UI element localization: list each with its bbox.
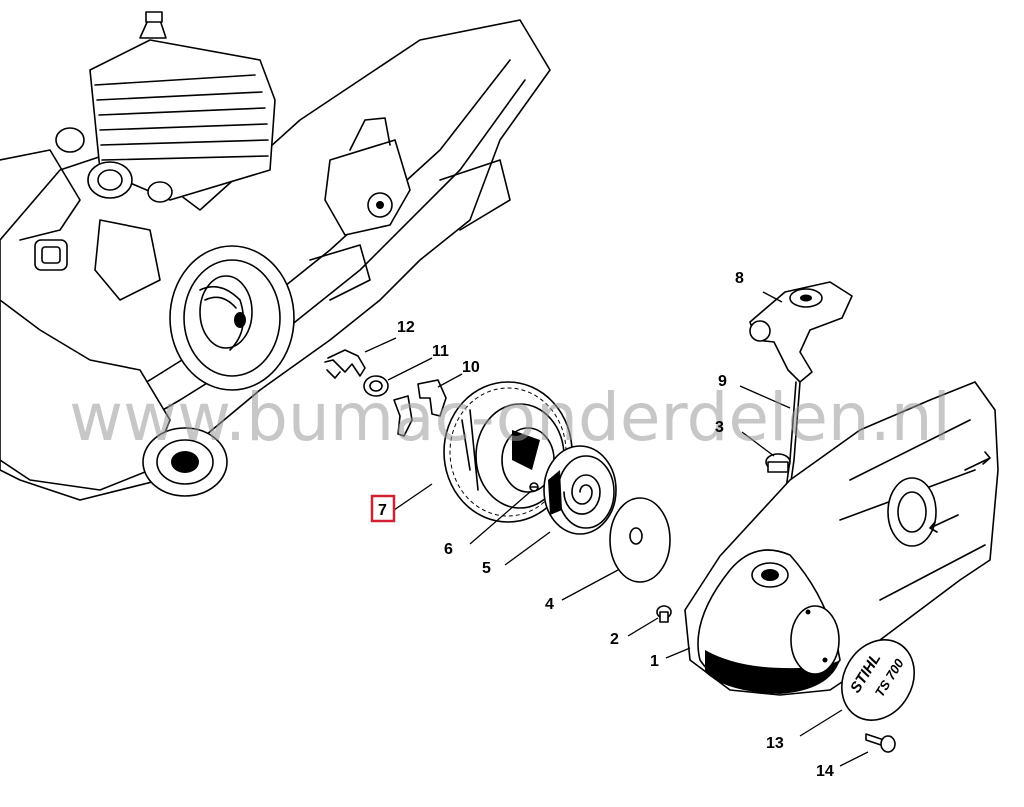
- callout-8: 8: [735, 270, 744, 287]
- callout-7: 7: [378, 502, 387, 519]
- callout-11: 11: [432, 343, 449, 360]
- callout-labels: 1 2 3 4 5 6 7 8 9 10 11 12 13 14: [378, 270, 834, 780]
- callout-6: 6: [444, 541, 453, 558]
- callout-10: 10: [462, 359, 480, 376]
- callout-1: 1: [650, 653, 659, 670]
- part-3-rope-guide: [765, 453, 791, 473]
- part-7-rope-rotor: [443, 381, 573, 523]
- callout-4: 4: [545, 596, 554, 613]
- watermark-text: www.bumac-onderdelen.nl: [69, 379, 951, 456]
- part-11-washer: [363, 375, 389, 397]
- part-2-screw: [656, 605, 672, 623]
- part-8-starter-grip: [749, 281, 853, 383]
- callout-3: 3: [715, 419, 724, 436]
- part-10-pawl: [393, 379, 447, 437]
- engine-housing: [0, 11, 551, 501]
- part-14-screw: [865, 733, 896, 753]
- highlight-box: [370, 494, 396, 523]
- part-1-fan-housing: [684, 381, 999, 696]
- part-12-spring-clip: [324, 349, 366, 379]
- part-4-washer-disc: [609, 497, 671, 583]
- part-13-stihl-badge: STIHL TS 700: [841, 639, 915, 721]
- callout-13: 13: [766, 735, 784, 752]
- leader-lines: [364, 291, 869, 767]
- callout-2: 2: [610, 631, 619, 648]
- part-6-screw: [529, 482, 539, 492]
- callout-5: 5: [482, 560, 491, 577]
- part-5-rewind-spring: [543, 445, 617, 535]
- callout-9: 9: [718, 373, 727, 390]
- callout-14: 14: [816, 763, 834, 780]
- callout-12: 12: [397, 319, 415, 336]
